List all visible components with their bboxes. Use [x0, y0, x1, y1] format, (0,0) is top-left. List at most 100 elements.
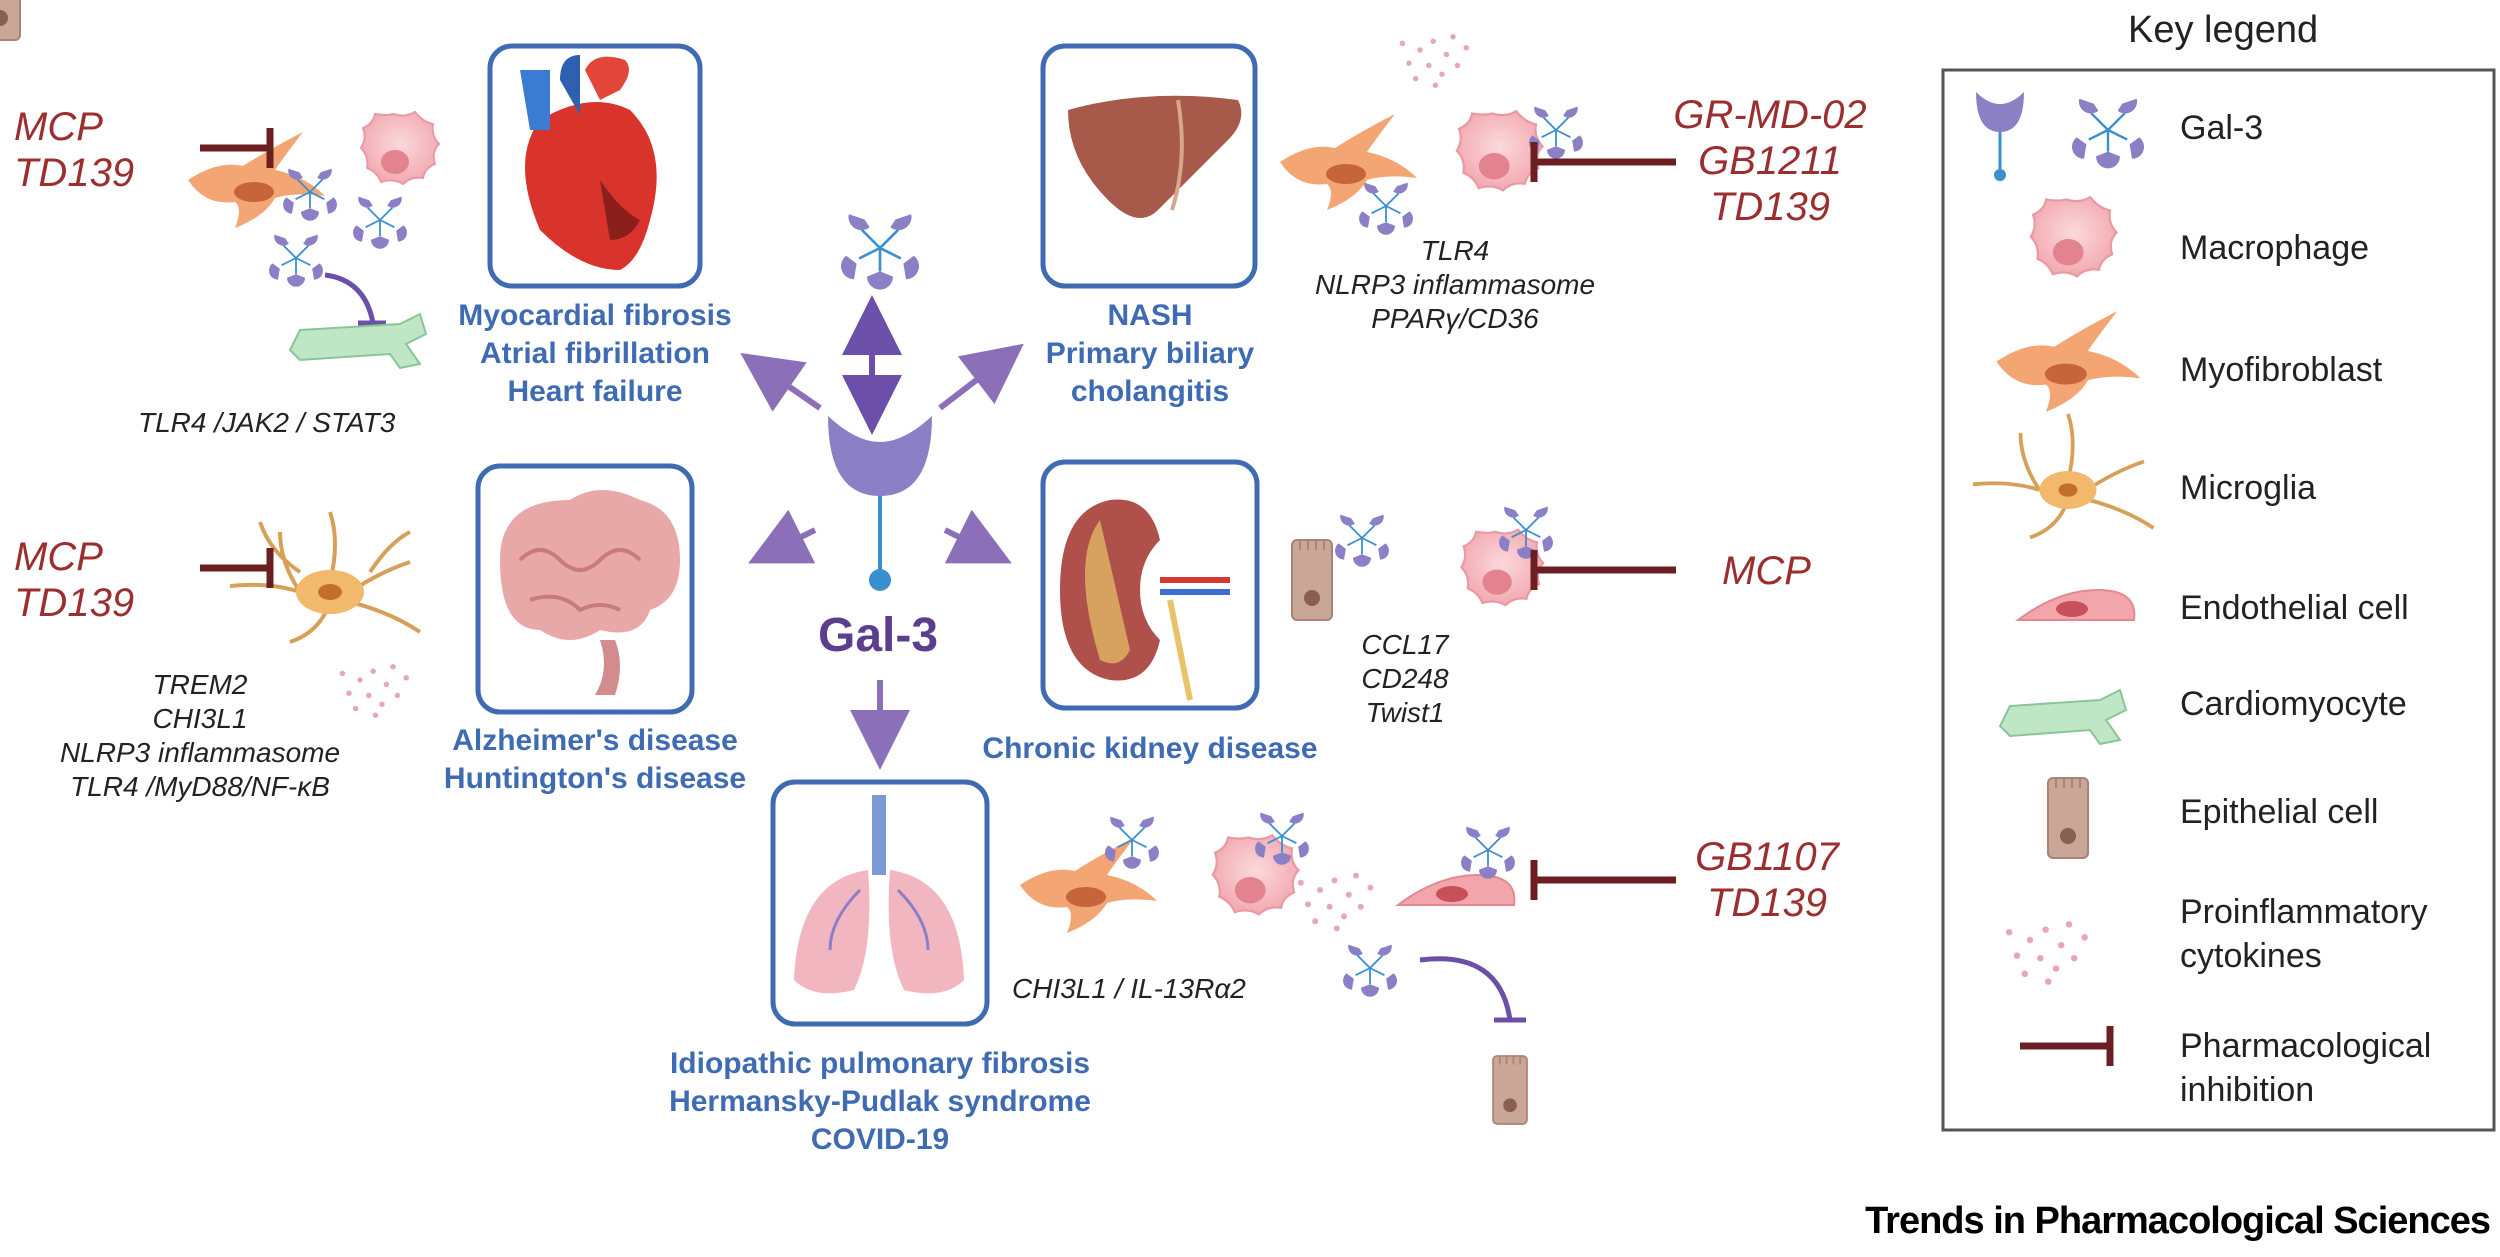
kidney-pathways: CCL17 CD248 Twist1 [1340, 628, 1470, 730]
heart-inhibition-line [324, 272, 376, 324]
macrophage-heart-icon [360, 111, 440, 185]
gal3-cluster-center-icon [839, 212, 921, 291]
brain-drug-1: MCP [14, 535, 103, 579]
heart-disease-1: Myocardial fibrosis [458, 299, 732, 332]
endothelial-lung-icon [1394, 873, 1516, 906]
heart-disease-3: Heart failure [507, 375, 683, 408]
epithelial-kidney-icon [0, 0, 21, 41]
heart-diseases: Myocardial fibrosis Atrial fibrillation … [440, 297, 750, 411]
heart-drugs: MCP TD139 [14, 104, 134, 196]
brain-pathway-4: TLR4 /MyD88/NF-κB [70, 771, 330, 802]
lung-pathways: CHI3L1 / IL-13Rα2 [1012, 972, 1246, 1006]
inhibitor-brain [200, 548, 270, 588]
lung-diseases: Idiopathic pulmonary fibrosis Hermansky-… [620, 1045, 1140, 1159]
myofibroblast-lung-icon [1020, 837, 1157, 933]
liver-drug-1: GR-MD-02 [1673, 93, 1867, 137]
center-gal3-label: Gal-3 [818, 609, 939, 662]
lung-inhibition-line [1419, 956, 1513, 1021]
cytokines-lung-icon [1297, 872, 1374, 932]
gal3-lung-icon-1 [1104, 815, 1160, 870]
kidney-drugs: MCP [1722, 548, 1811, 594]
liver-pathways: TLR4 NLRP3 inflammasome PPARγ/CD36 [1285, 234, 1625, 336]
liver-drug-2: GB1211 [1698, 139, 1842, 183]
brain-drug-2: TD139 [14, 581, 135, 625]
gal3-kidney-icon-1 [1334, 513, 1390, 568]
center-gal3-icon [828, 416, 932, 591]
liver-disease-1: NASH [1107, 299, 1193, 332]
lung-disease-3: COVID-19 [810, 1123, 950, 1156]
liver-drug-3: TD139 [1709, 185, 1831, 229]
lungs-icon [794, 795, 964, 994]
kidney-disease-1: Chronic kidney disease [982, 732, 1318, 765]
brain-pathway-2: CHI3L1 [152, 703, 248, 734]
lung-drugs: GB1107 TD139 [1692, 834, 1842, 926]
legend-label-gal3: Gal-3 [2180, 109, 2264, 147]
kidney-drug-1: MCP [1722, 549, 1811, 593]
legend-microglia-icon [1972, 413, 2155, 540]
kidney-icon [1060, 499, 1230, 701]
legend-label-macrophage: Macrophage [2180, 229, 2370, 267]
cytokines-liver-icon [1399, 34, 1469, 88]
journal-source: Trends in Pharmacological Sciences [1865, 1200, 2491, 1242]
heart-drug-2: TD139 [14, 151, 135, 195]
cardiomyocyte-icon [288, 312, 428, 370]
liver-pathway-3: PPARγ/CD36 [1371, 303, 1539, 334]
kidney-pathway-3: Twist1 [1365, 697, 1445, 728]
macrophage-liver-icon [1455, 110, 1544, 192]
heart-pathways: TLR4 /JAK2 / STAT3 [138, 406, 395, 440]
liver-pathway-1: TLR4 [1420, 235, 1490, 266]
heart-pathway-1: TLR4 /JAK2 / STAT3 [138, 407, 396, 438]
brain-pathway-1: TREM2 [152, 669, 248, 700]
legend-title: Key legend [2128, 9, 2319, 51]
heart-icon [520, 55, 657, 270]
inhibitor-lung [1534, 860, 1604, 900]
lung-drug-1: GB1107 [1695, 835, 1839, 879]
gal3-lung-icon-4 [1342, 943, 1398, 998]
legend-label-epithelial: Epithelial cell [2180, 793, 2379, 831]
liver-disease-2: Primary biliary [1045, 337, 1255, 370]
liver-disease-3: cholangitis [1070, 375, 1230, 408]
legend-label-cytokines: Proinflammatory cytokines [2180, 890, 2428, 978]
gal3-heart-icon-2 [352, 195, 408, 250]
lung-disease-2: Hermansky-Pudlak syndrome [669, 1085, 1091, 1118]
lung-disease-1: Idiopathic pulmonary fibrosis [669, 1047, 1091, 1080]
inhibitor-liver [1534, 142, 1604, 182]
lung-drug-2: TD139 [1706, 881, 1828, 925]
epithelial-kidney-icon-b [1291, 539, 1333, 621]
microglia-icon [229, 511, 422, 644]
gal3-liver-icon-1 [1358, 181, 1414, 236]
legend-gal3-icon [1976, 92, 2024, 181]
legend-label-microglia: Microglia [2180, 469, 2317, 507]
liver-diseases: NASH Primary biliary cholangitis [1000, 297, 1300, 411]
brain-diseases: Alzheimer's disease Huntington's disease [430, 722, 760, 798]
legend-label-myofibroblast: Myofibroblast [2180, 351, 2383, 389]
legend-box [1941, 68, 2496, 1132]
liver-icon [1068, 95, 1242, 218]
brain-disease-1: Alzheimer's disease [452, 724, 738, 757]
brain-pathway-3: NLRP3 inflammasome [59, 737, 341, 768]
kidney-pathway-2: CD248 [1361, 663, 1449, 694]
center-arrows [740, 295, 1024, 770]
legend-cardiomyocyte-icon [1998, 688, 2128, 746]
legend-label-cytokines-1: Proinflammatory [2180, 893, 2428, 931]
legend-label-endothelial: Endothelial cell [2180, 589, 2409, 627]
heart-disease-2: Atrial fibrillation [479, 337, 710, 370]
legend-label-inhibition-2: inhibition [2180, 1071, 2315, 1109]
epithelial-lung-icon [1492, 1055, 1528, 1125]
legend-label-inhibition: Pharmacological inhibition [2180, 1024, 2431, 1112]
brain-drugs: MCP TD139 [14, 534, 134, 626]
kidney-diseases: Chronic kidney disease [970, 730, 1330, 768]
liver-drugs: GR-MD-02 GB1211 TD139 [1670, 92, 1870, 230]
gal3-heart-icon-3 [268, 233, 324, 288]
inhibitor-kidney [1534, 550, 1604, 590]
brain-pathways: TREM2 CHI3L1 NLRP3 inflammasome TLR4 /My… [30, 668, 370, 804]
brain-disease-2: Huntington's disease [443, 762, 747, 795]
lung-pathway-1: CHI3L1 / IL-13Rα2 [1012, 973, 1246, 1004]
kidney-pathway-1: CCL17 [1361, 629, 1449, 660]
liver-pathway-2: NLRP3 inflammasome [1314, 269, 1596, 300]
heart-drug-1: MCP [14, 105, 103, 149]
gal3-lung-icon-3 [1460, 825, 1516, 880]
brain-icon [500, 490, 680, 695]
legend-inhibition-icon [2020, 1026, 2114, 1066]
legend-label-inhibition-1: Pharmacological [2180, 1027, 2432, 1065]
